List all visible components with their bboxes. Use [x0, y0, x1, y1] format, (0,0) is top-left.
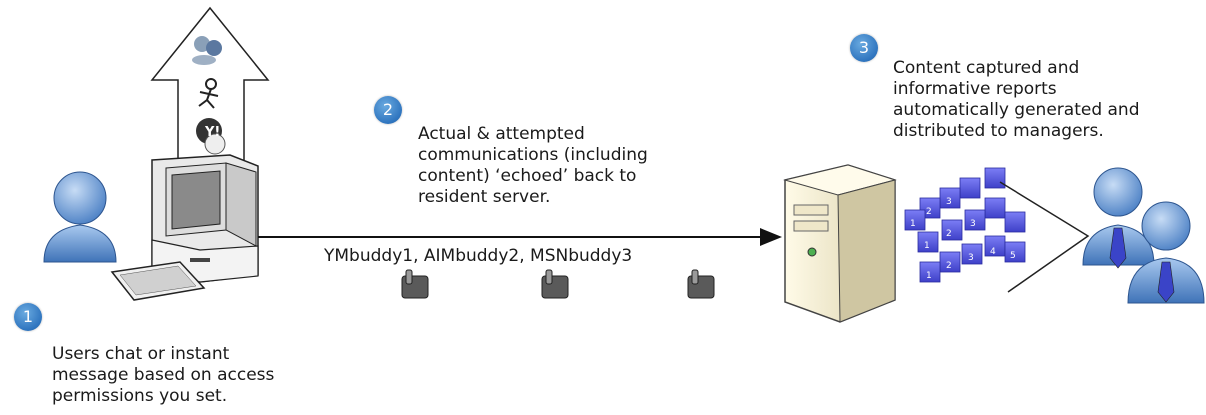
yahoo-messenger-icon: Y! [196, 118, 226, 155]
aim-icon [198, 78, 219, 109]
step-1-text: Users chat or instant message based on a… [52, 344, 275, 406]
svg-text:2: 2 [946, 229, 952, 239]
step-3-badge: 3 [850, 34, 878, 62]
message-hand-icon [541, 269, 569, 299]
step-2-text: Actual & attempted communications (inclu… [418, 124, 648, 207]
step-1-badge: 1 [14, 303, 42, 331]
msn-icon [192, 36, 222, 65]
manager-figure [1082, 167, 1155, 269]
svg-text:3: 3 [946, 197, 952, 207]
message-hand-icon [401, 269, 429, 299]
step-2-badge: 2 [374, 96, 402, 124]
svg-text:2: 2 [946, 261, 952, 271]
svg-text:1: 1 [926, 271, 932, 281]
report-blocks [904, 167, 1026, 283]
svg-text:4: 4 [990, 247, 996, 257]
message-hand-icon [687, 269, 715, 299]
transfer-arrowhead [760, 228, 782, 246]
svg-text:1: 1 [910, 219, 916, 229]
manager-figure [1127, 201, 1205, 304]
user-figure [43, 171, 117, 263]
svg-text:2: 2 [926, 207, 932, 217]
distribution-lines [999, 181, 1090, 293]
computer-workstation [110, 154, 259, 301]
svg-text:5: 5 [1010, 251, 1016, 261]
svg-text:Y!: Y! [204, 125, 220, 140]
svg-text:3: 3 [970, 219, 976, 229]
svg-text:3: 3 [968, 253, 974, 263]
svg-text:1: 1 [924, 241, 930, 251]
server-tower [783, 164, 897, 323]
buddy-list-text: YMbuddy1, AIMbuddy2, MSNbuddy3 [324, 246, 633, 266]
step-3-text: Content captured and informative reports… [893, 58, 1140, 141]
